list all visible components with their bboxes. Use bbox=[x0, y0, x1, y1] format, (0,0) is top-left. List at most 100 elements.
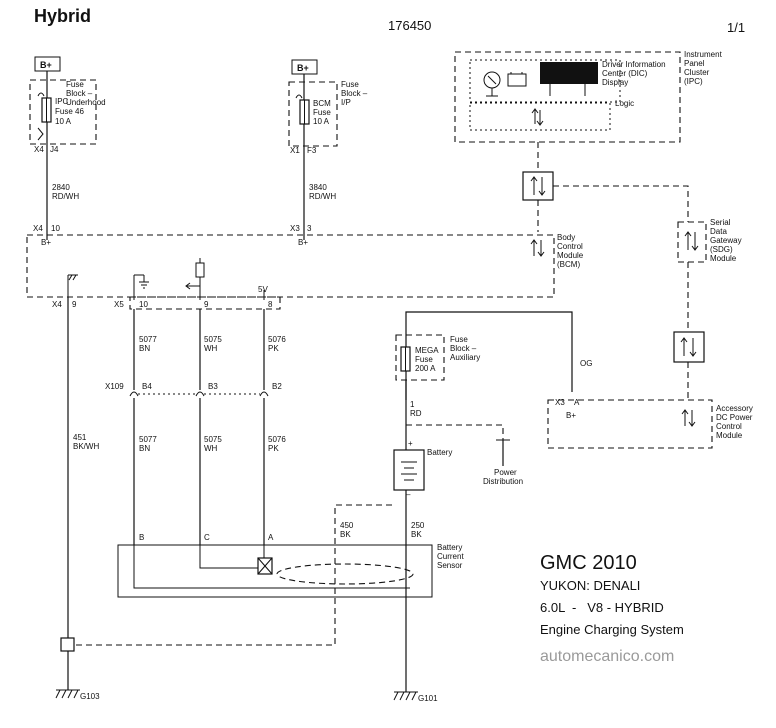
connector-x1: X1 bbox=[290, 146, 300, 155]
dc-label-4: Module bbox=[716, 431, 743, 440]
ipc-fuse-label-2: Fuse 46 bbox=[55, 107, 84, 116]
sensor-label-1: Battery bbox=[437, 543, 462, 552]
accessory-dc-power-module bbox=[547, 399, 713, 449]
page-number: 1/1 bbox=[727, 20, 745, 35]
sdg-label-2: Data bbox=[710, 227, 727, 236]
bplus-supply-middle: B+ bbox=[291, 59, 318, 75]
pin-b2: B2 bbox=[272, 382, 282, 391]
bcm-label-4: (BCM) bbox=[557, 260, 580, 269]
power-distribution-1: Power bbox=[494, 468, 517, 477]
fuse-block-ip bbox=[288, 81, 338, 147]
dc-label-2: DC Power bbox=[716, 413, 753, 422]
wire-250-num: 250 bbox=[411, 521, 425, 530]
bcm-ground-left-icon bbox=[67, 274, 78, 300]
bcm-label-1: Body bbox=[557, 233, 575, 242]
dic-label-1: Driver Information bbox=[602, 60, 666, 69]
bcm-label-3: Module bbox=[557, 251, 584, 260]
bcm-fuse-label-1: BCM bbox=[313, 99, 331, 108]
wire-5077-top-num: 5077 bbox=[139, 335, 157, 344]
mega-fuse-label-3: 200 A bbox=[415, 364, 436, 373]
wire-451-color: BK/WH bbox=[73, 442, 99, 451]
connector-x109-label: X109 bbox=[105, 382, 124, 391]
wire-451-num: 451 bbox=[73, 433, 87, 442]
ground-g103-label: G103 bbox=[80, 692, 100, 701]
dic-display bbox=[540, 62, 598, 84]
connector-x3-bcm: X3 bbox=[290, 224, 300, 233]
battery-label: Battery bbox=[427, 448, 452, 457]
svg-text:B+: B+ bbox=[297, 63, 309, 73]
sdg-label-3: Gateway bbox=[710, 236, 742, 245]
fuse-block-auxiliary bbox=[395, 334, 445, 381]
sensor-label-3: Sensor bbox=[437, 561, 463, 570]
wire-1-num: 1 bbox=[410, 400, 415, 409]
vehicle-engine: 6.0L - V8 - HYBRID bbox=[540, 600, 664, 615]
wire-450 bbox=[68, 504, 392, 646]
label-5v: 5V bbox=[258, 285, 268, 294]
sdg-label-1: Serial bbox=[710, 218, 731, 227]
underhood-label-1: Fuse bbox=[66, 80, 84, 89]
bcm-bplus-1: B+ bbox=[41, 238, 51, 247]
vehicle-system: Engine Charging System bbox=[540, 622, 684, 637]
wire-5076-bot-color: PK bbox=[268, 444, 279, 453]
ip-label-1: Fuse bbox=[341, 80, 359, 89]
bcm-label-2: Control bbox=[557, 242, 583, 251]
pin-b4: B4 bbox=[142, 382, 152, 391]
wire-2840-num: 2840 bbox=[52, 183, 70, 192]
connector-x3-dc: X3 bbox=[555, 398, 565, 407]
wire-450-color: BK bbox=[340, 530, 351, 539]
ground-g103-icon bbox=[55, 689, 80, 699]
pin-9-left: 9 bbox=[72, 300, 77, 309]
connector-f3: F3 bbox=[307, 146, 317, 155]
bcm-data-arrows-icon bbox=[530, 239, 545, 257]
underhood-label-3: Underhood bbox=[66, 98, 106, 107]
wire-3840-num: 3840 bbox=[309, 183, 327, 192]
sensor-current-loop bbox=[276, 563, 414, 585]
ipc-fuse bbox=[37, 80, 52, 145]
auxiliary-label-3: Auxiliary bbox=[450, 353, 480, 362]
document-number: 176450 bbox=[388, 18, 431, 33]
dc-label-1: Accessory bbox=[716, 404, 753, 413]
pin-10-top: 10 bbox=[51, 224, 60, 233]
pin-3: 3 bbox=[307, 224, 312, 233]
wire-1-color: RD bbox=[410, 409, 422, 418]
dic-label-2: Center (DIC) bbox=[602, 69, 648, 78]
ipc-module bbox=[454, 51, 681, 143]
data-arrows-icon bbox=[531, 108, 544, 126]
svg-text:B+: B+ bbox=[40, 60, 52, 70]
wire-5075-bot-color: WH bbox=[204, 444, 218, 453]
wire-5075-bot-num: 5075 bbox=[204, 435, 222, 444]
connector-x4-bottom: X4 bbox=[52, 300, 62, 309]
connector-x4-bcm: X4 bbox=[33, 224, 43, 233]
svg-text:–: – bbox=[406, 490, 411, 499]
wire-5076-top-num: 5076 bbox=[268, 335, 286, 344]
wire-5077-bot-num: 5077 bbox=[139, 435, 157, 444]
wire-5076-bot-num: 5076 bbox=[268, 435, 286, 444]
ground-g101-icon bbox=[393, 691, 418, 701]
ground-g101-label: G101 bbox=[418, 694, 438, 703]
logic-block bbox=[469, 102, 611, 131]
dic-label-3: Display bbox=[602, 78, 628, 87]
wire-2840-color: RD/WH bbox=[52, 192, 79, 201]
site-watermark: automecanico.com bbox=[540, 648, 674, 665]
mega-fuse-label-1: MEGA bbox=[415, 346, 439, 355]
ipc-label-1: Instrument bbox=[684, 50, 723, 59]
bcm-ground-x5-icon bbox=[133, 274, 149, 300]
underhood-label-2: Block – bbox=[66, 89, 93, 98]
battery-current-sensor bbox=[117, 544, 433, 598]
ip-label-2: Block – bbox=[341, 89, 368, 98]
bcm-fuse bbox=[295, 82, 310, 146]
vehicle-make-year: GMC 2010 bbox=[540, 552, 637, 574]
wire-5075-top-color: WH bbox=[204, 344, 218, 353]
auxiliary-label-1: Fuse bbox=[450, 335, 468, 344]
bplus-supply-left: B+ bbox=[34, 56, 61, 72]
ipc-fuse-label-3: 10 A bbox=[55, 117, 72, 126]
logic-label: Logic bbox=[615, 99, 634, 108]
mega-fuse-label-2: Fuse bbox=[415, 355, 433, 364]
ipc-label-3: Cluster bbox=[684, 68, 710, 77]
sensor-pin-b: B bbox=[139, 533, 144, 542]
sensor-label-2: Current bbox=[437, 552, 464, 561]
wire-250-color: BK bbox=[411, 530, 422, 539]
wire-og: OG bbox=[580, 359, 592, 368]
bcm-fuse-label-2: Fuse bbox=[313, 108, 331, 117]
